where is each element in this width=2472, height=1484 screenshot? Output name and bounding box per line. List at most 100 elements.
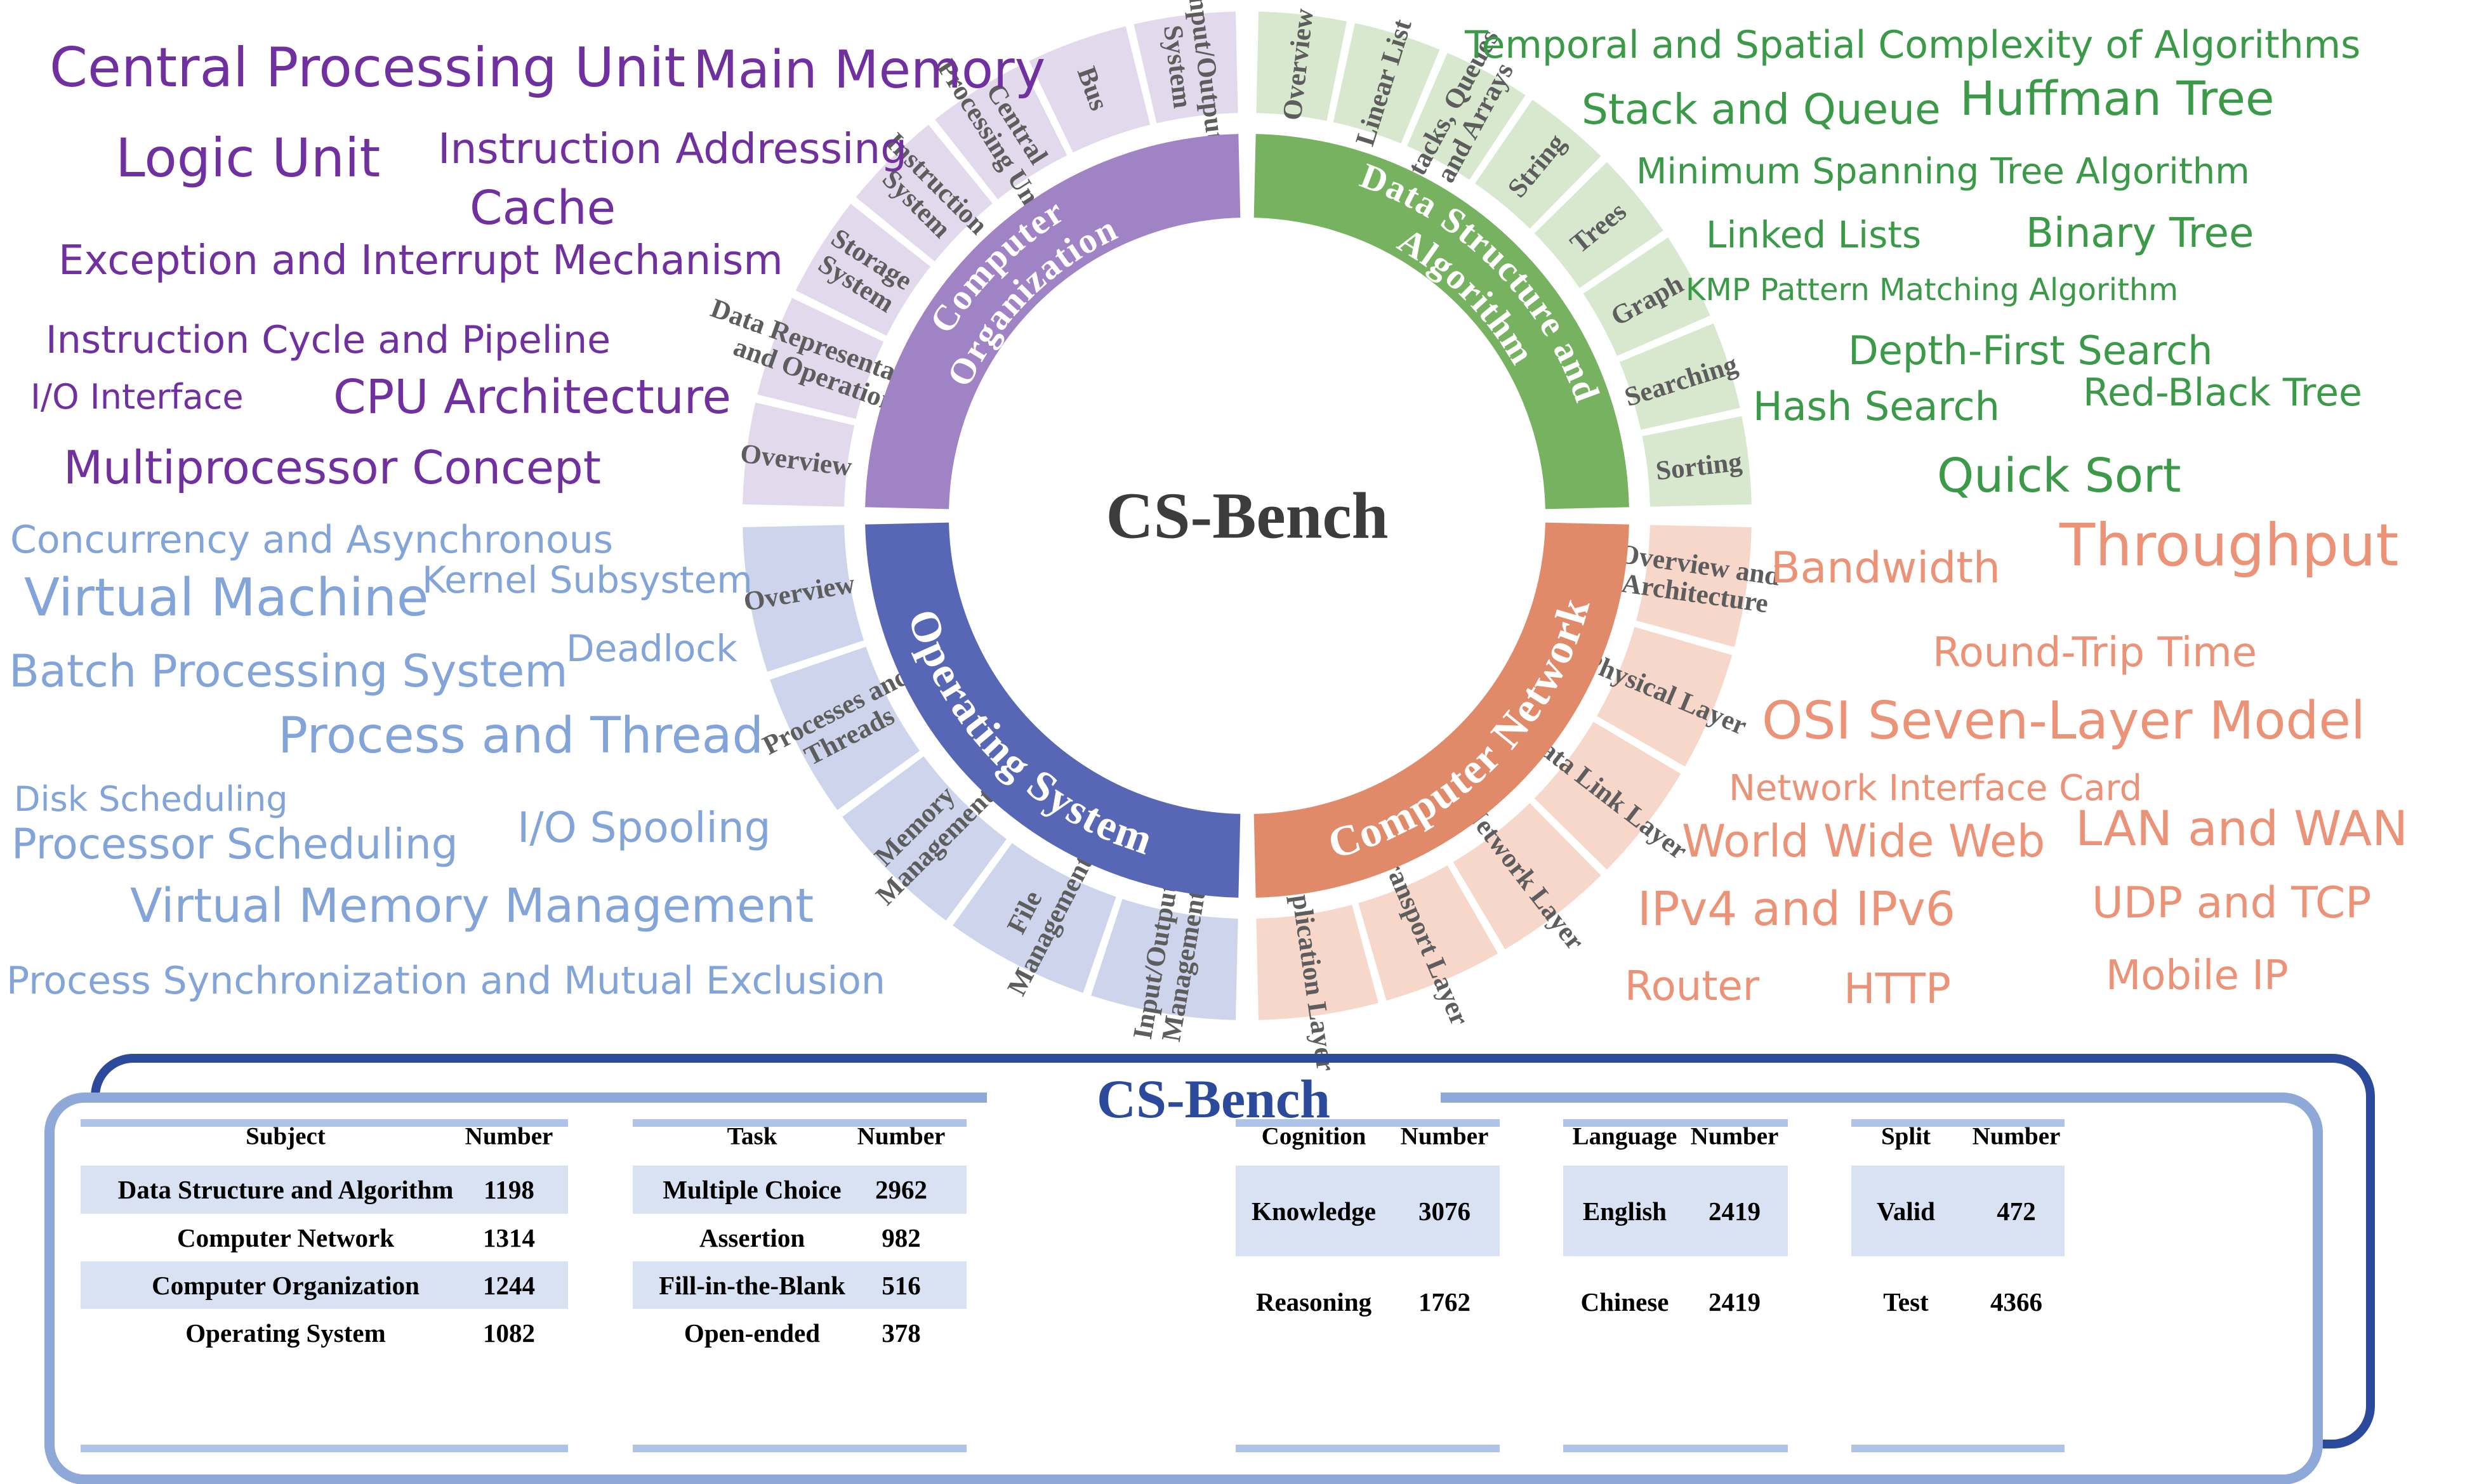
table-task-row-shade-2 — [633, 1261, 967, 1309]
cloud-word-computer-organization-topics-9: Multiprocessor Concept — [63, 441, 601, 494]
segment-computer-network-1 — [1358, 865, 1498, 1001]
quadrant-computer-organization — [865, 134, 1241, 509]
cloud-word-data-structure-and-algorithm-topics-0: Temporal and Spatial Complexity of Algor… — [1465, 23, 2361, 67]
table-subject-row2-col1: 1244 — [483, 1270, 535, 1300]
table-cognition-row0-col1: 3076 — [1418, 1196, 1471, 1226]
cloud-word-computer-organization-topics-7: I/O Interface — [30, 377, 244, 417]
table-cognition-row1-col1: 1762 — [1418, 1287, 1471, 1317]
table-split-header-0: Split — [1880, 1122, 1931, 1150]
table-subject-row0-col0: Data Structure and Algorithm — [117, 1175, 454, 1204]
table-language-row0-col1: 2419 — [1709, 1196, 1761, 1226]
cloud-word-operating-system-topics-10: Process Synchronization and Mutual Exclu… — [6, 959, 885, 1003]
table-split-row1-col1: 4366 — [1990, 1287, 2042, 1317]
cloud-word-computer-network-topics-11: Mobile IP — [2106, 952, 2289, 999]
segment-computer-organization-6 — [1134, 11, 1238, 124]
table-language-bottom-bar — [1563, 1445, 1788, 1452]
table-subject-header-1: Number — [465, 1122, 553, 1150]
cloud-word-computer-organization-topics-4: Cache — [470, 181, 616, 235]
segment-computer-network-0 — [1256, 905, 1378, 1020]
table-split-row-shade-0 — [1851, 1166, 2065, 1256]
table-task-row3-col1: 378 — [882, 1318, 921, 1348]
cloud-word-operating-system-topics-0: Concurrency and Asynchronous — [10, 518, 614, 562]
cloud-word-computer-network-topics-7: IPv4 and IPv6 — [1637, 882, 1955, 936]
table-split-header-1: Number — [1972, 1122, 2061, 1150]
table-task-row1-col1: 982 — [882, 1223, 921, 1252]
table-language-top-bar — [1563, 1119, 1788, 1127]
table-cognition-row0-col0: Knowledge — [1252, 1196, 1376, 1226]
table-cognition-row1-col0: Reasoning — [1255, 1287, 1372, 1317]
table-task-row0-col1: 2962 — [875, 1175, 927, 1204]
cloud-word-data-structure-and-algorithm-topics-7: Depth-First Search — [1848, 327, 2213, 374]
table-task-row3-col0: Open-ended — [684, 1318, 821, 1348]
segment-data-structure-and-algorithm-3 — [1475, 100, 1601, 229]
table-task-row-shade-0 — [633, 1166, 967, 1214]
cloud-word-computer-network-topics-1: Throughput — [2059, 511, 2399, 579]
table-language-row1-col0: Chinese — [1580, 1287, 1669, 1317]
table-subject-row2-col0: Computer Organization — [152, 1270, 420, 1300]
cloud-word-operating-system-topics-6: Disk Scheduling — [14, 779, 288, 819]
table-task-row2-col0: Fill-in-the-Blank — [659, 1270, 845, 1300]
cloud-word-computer-organization-topics-0: Central Processing Unit — [50, 36, 686, 100]
table-task-row2-col1: 516 — [882, 1270, 921, 1300]
cloud-word-data-structure-and-algorithm-topics-6: KMP Pattern Matching Algorithm — [1686, 272, 2179, 308]
cloud-word-computer-organization-topics-1: Main Memory — [693, 40, 1046, 100]
cloud-word-operating-system-topics-8: Processor Scheduling — [11, 820, 458, 869]
cloud-word-operating-system-topics-4: Batch Processing System — [9, 645, 568, 697]
table-subject-bottom-bar — [81, 1445, 568, 1452]
segment-operating-system-2 — [842, 756, 1007, 921]
cloud-word-computer-network-topics-2: Round-Trip Time — [1933, 629, 2257, 676]
segment-data-structure-and-algorithm-1 — [1333, 23, 1440, 144]
segment-computer-network-4 — [1597, 627, 1733, 767]
table-cognition-row-shade-0 — [1236, 1166, 1500, 1256]
cloud-word-data-structure-and-algorithm-topics-2: Huffman Tree — [1960, 72, 2275, 126]
segment-data-structure-and-algorithm-5 — [1583, 237, 1710, 356]
table-subject-row0-col1: 1198 — [484, 1175, 534, 1204]
quadrant-computer-network — [1253, 522, 1629, 898]
table-split-top-bar — [1851, 1119, 2065, 1127]
wheel-center-title: CS-Bench — [1106, 480, 1389, 553]
segment-computer-network-3 — [1534, 721, 1681, 870]
cloud-word-operating-system-topics-7: I/O Spooling — [517, 803, 771, 852]
quadrant-operating-system — [865, 522, 1241, 898]
table-language-row0-col0: English — [1582, 1196, 1667, 1226]
cloud-word-operating-system-topics-1: Virtual Machine — [24, 568, 429, 628]
segment-computer-organization-5 — [1029, 26, 1151, 153]
cloud-word-computer-network-topics-0: Bandwidth — [1771, 543, 2001, 593]
cloud-word-data-structure-and-algorithm-topics-9: Red-Black Tree — [2083, 371, 2362, 415]
table-task-header-0: Task — [727, 1122, 777, 1150]
cloud-word-computer-organization-topics-3: Instruction Addressing — [438, 124, 908, 173]
table-language-header-1: Number — [1690, 1122, 1779, 1150]
table-task-top-bar — [633, 1119, 967, 1127]
segment-data-structure-and-algorithm-6 — [1619, 323, 1740, 430]
table-subject-row3-col1: 1082 — [483, 1318, 535, 1348]
table-subject-top-bar — [81, 1119, 568, 1127]
cloud-word-computer-network-topics-9: Router — [1625, 963, 1760, 1010]
cloud-word-computer-organization-topics-5: Exception and Interrupt Mechanism — [58, 237, 783, 284]
cloud-word-data-structure-and-algorithm-topics-5: Binary Tree — [2026, 210, 2254, 257]
cloud-word-computer-network-topics-4: Network Interface Card — [1729, 768, 2143, 809]
segment-operating-system-4 — [1091, 898, 1238, 1020]
table-task-row0-col0: Multiple Choice — [663, 1175, 842, 1204]
segment-data-structure-and-algorithm-4 — [1534, 162, 1663, 288]
cloud-word-data-structure-and-algorithm-topics-1: Stack and Queue — [1582, 85, 1941, 134]
cloud-word-data-structure-and-algorithm-topics-3: Minimum Spanning Tree Algorithm — [1636, 151, 2250, 192]
segment-computer-organization-4 — [935, 64, 1067, 200]
table-cognition-bottom-bar — [1236, 1445, 1500, 1452]
cloud-word-operating-system-topics-3: Deadlock — [566, 627, 737, 670]
cloud-word-operating-system-topics-5: Process and Thread — [278, 707, 763, 765]
segment-computer-organization-2 — [795, 204, 931, 336]
cloud-word-data-structure-and-algorithm-topics-8: Hash Search — [1753, 383, 2000, 430]
segment-data-structure-and-algorithm-2 — [1407, 53, 1526, 180]
cloud-word-computer-organization-topics-6: Instruction Cycle and Pipeline — [46, 318, 611, 362]
table-subject-row-shade-2 — [81, 1261, 568, 1309]
table-cognition-header-1: Number — [1400, 1122, 1489, 1150]
cloud-word-operating-system-topics-2: Kernel Subsystem — [422, 558, 753, 601]
cloud-word-computer-network-topics-5: World Wide Web — [1682, 815, 2046, 867]
table-task-header-1: Number — [857, 1122, 946, 1150]
table-language-row-shade-0 — [1563, 1166, 1788, 1256]
segment-data-structure-and-algorithm-0 — [1256, 11, 1347, 121]
cloud-word-computer-organization-topics-2: Logic Unit — [116, 127, 381, 189]
cloud-word-computer-network-topics-10: HTTP — [1844, 964, 1951, 1013]
